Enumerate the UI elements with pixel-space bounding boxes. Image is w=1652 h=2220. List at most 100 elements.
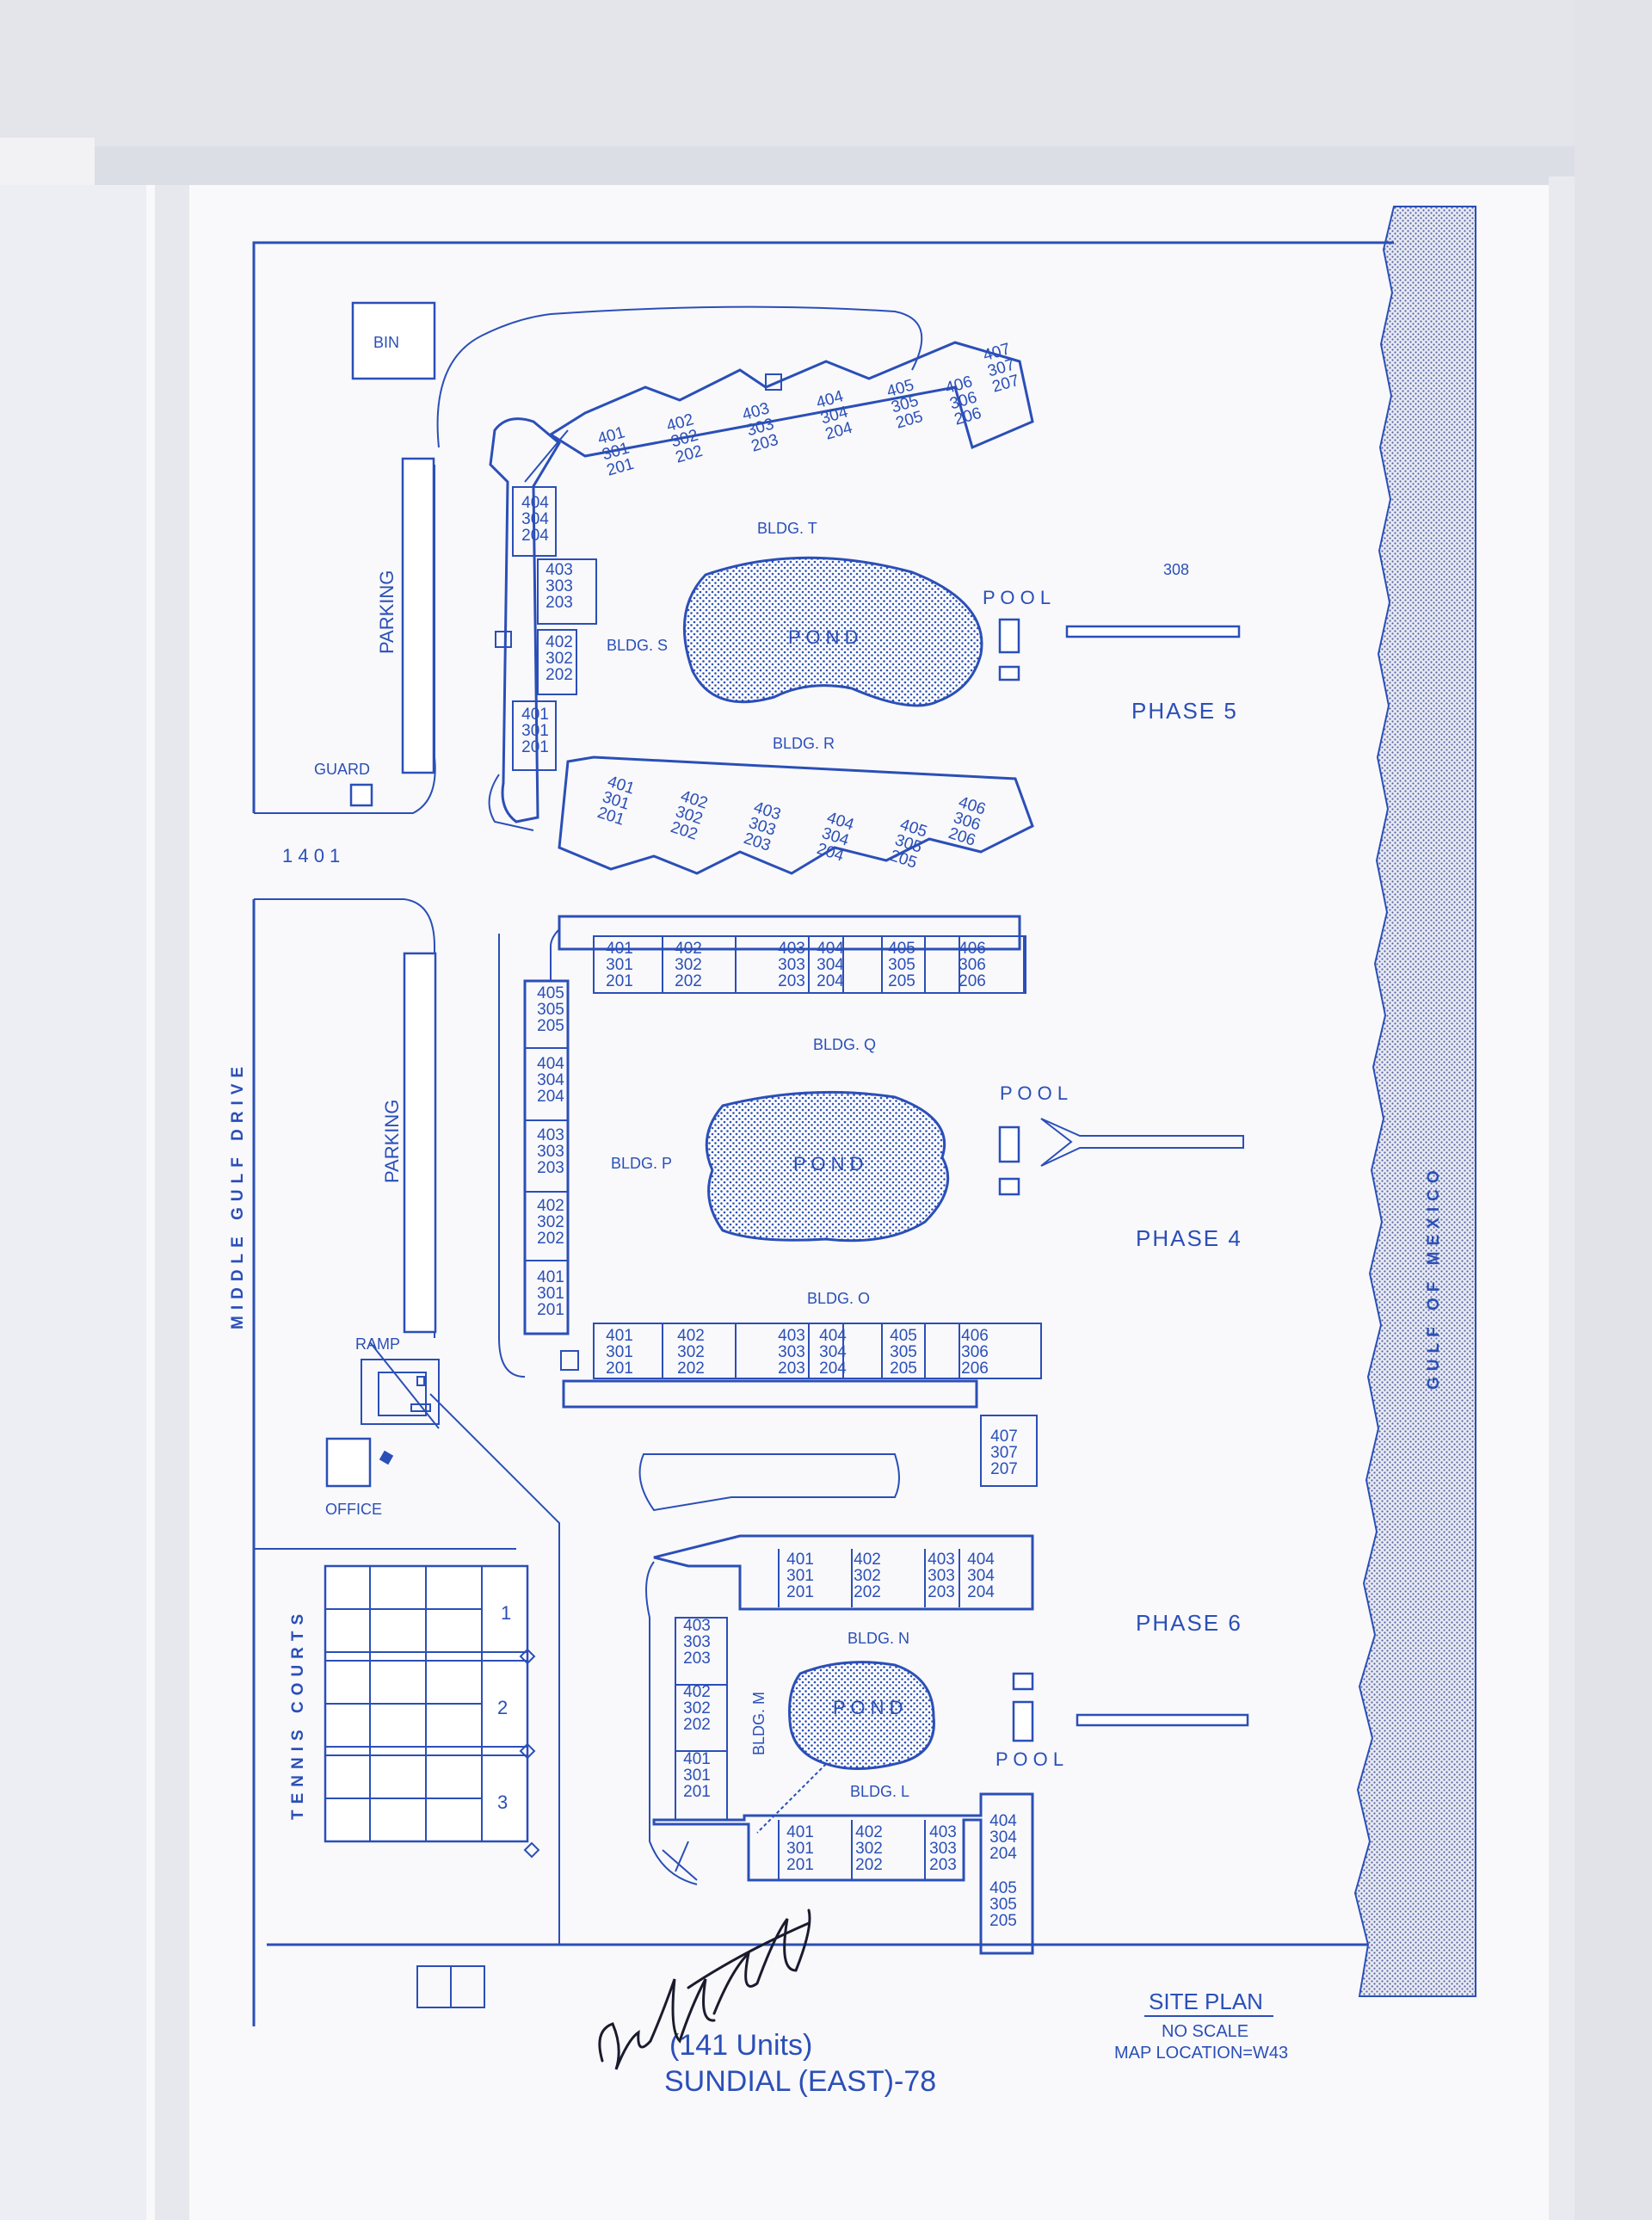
parking-label-south: PARKING (381, 1100, 403, 1183)
guard-label: GUARD (314, 761, 370, 778)
unit-number: 404 (989, 1812, 1017, 1830)
unit-stack-r-1: 401301201 (595, 773, 637, 829)
unit-number: 206 (959, 972, 986, 990)
unit-number: 405 (888, 940, 915, 958)
unit-number: 205 (890, 1360, 917, 1378)
unit-number: 404 (967, 1551, 995, 1569)
unit-number: 202 (683, 1716, 711, 1734)
building-o (562, 1323, 1042, 1487)
unit-number: 301 (683, 1767, 711, 1785)
unit-number: 305 (989, 1896, 1017, 1914)
unit-number: 201 (537, 1301, 564, 1319)
unit-number: 304 (817, 956, 844, 974)
bldg-r-label: BLDG. R (773, 735, 835, 752)
building-s (489, 417, 597, 823)
address-label: 1 4 0 1 (282, 845, 340, 866)
pond-label-3: P O N D (833, 1697, 903, 1718)
unit-number: 406 (959, 940, 986, 958)
phase-4-label: PHASE 4 (1136, 1225, 1242, 1251)
gulf-label: GULF OF MEXICO (1425, 1164, 1443, 1390)
pool-label-3: P O O L (996, 1748, 1063, 1770)
unit-number: 402 (854, 1551, 881, 1569)
unit-number: 406 (961, 1327, 989, 1345)
pool-phase-6 (1012, 1700, 1034, 1742)
unit-number: 306 (961, 1343, 989, 1361)
unit-number: 305 (888, 956, 915, 974)
unit-number: 404 (819, 1327, 847, 1345)
unit-number: 206 (961, 1360, 989, 1378)
unit-number: 201 (683, 1783, 711, 1801)
phase-6-label: PHASE 6 (1136, 1610, 1242, 1636)
bldg-s-label: BLDG. S (607, 637, 668, 654)
court-3-label: 3 (497, 1791, 508, 1813)
unit-number: 401 (683, 1750, 711, 1768)
unit-number: 401 (786, 1823, 814, 1841)
unit-number: 303 (778, 1343, 805, 1361)
bin-structure (351, 301, 436, 380)
office-label: OFFICE (325, 1501, 382, 1518)
parking-lot-south (403, 952, 437, 1334)
unit-number: 302 (855, 1840, 883, 1858)
unit-number: 203 (683, 1650, 711, 1668)
unit-number: 205 (537, 1017, 564, 1035)
unit-number: 301 (606, 1343, 633, 1361)
unit-number: 304 (537, 1071, 564, 1089)
unit-number: 204 (989, 1845, 1017, 1863)
tennis-courts (324, 1564, 540, 1859)
unit-number: 201 (606, 972, 633, 990)
pool-label-1: P O O L (983, 587, 1051, 608)
unit-number: 401 (537, 1268, 564, 1286)
building-n (653, 1534, 1034, 1611)
unit-number: 303 (537, 1143, 564, 1161)
unit-number-stacks: 4013012014023022024033032034043042044053… (521, 340, 1021, 1930)
unit-number: 402 (675, 940, 702, 958)
unit-number: 203 (928, 1583, 955, 1601)
unit-number: 402 (677, 1327, 705, 1345)
unit-308-label: 308 (1163, 561, 1189, 578)
pool-phase-4 (998, 1125, 1020, 1163)
court-1-label: 1 (501, 1602, 511, 1624)
unit-number: 403 (929, 1823, 957, 1841)
unit-number: 304 (819, 1343, 847, 1361)
unit-number: 201 (606, 1360, 633, 1378)
unit-number: 301 (786, 1840, 814, 1858)
unit-stack-t-5: 405305205 (885, 376, 925, 432)
unit-number: 203 (929, 1856, 957, 1874)
unit-number: 403 (778, 940, 805, 958)
unit-number: 403 (537, 1126, 564, 1144)
unit-number: 405 (890, 1327, 917, 1345)
pond-south (788, 1661, 935, 1770)
unit-number: 401 (521, 706, 549, 724)
unit-number: 307 (990, 1444, 1018, 1462)
pond-middle (705, 1090, 950, 1243)
unit-number: 302 (677, 1343, 705, 1361)
unit-number: 401 (606, 1327, 633, 1345)
unit-number: 204 (819, 1360, 847, 1378)
site-plan-heading: SITE PLAN (1149, 1989, 1263, 2014)
gulf-of-mexico-area (1353, 206, 1476, 1997)
site-boundary (252, 241, 1394, 813)
unit-number: 303 (928, 1567, 955, 1585)
unit-stack-t-2: 402302202 (664, 410, 705, 466)
unit-number: 201 (786, 1583, 814, 1601)
unit-number: 203 (537, 1159, 564, 1177)
unit-number: 306 (959, 956, 986, 974)
